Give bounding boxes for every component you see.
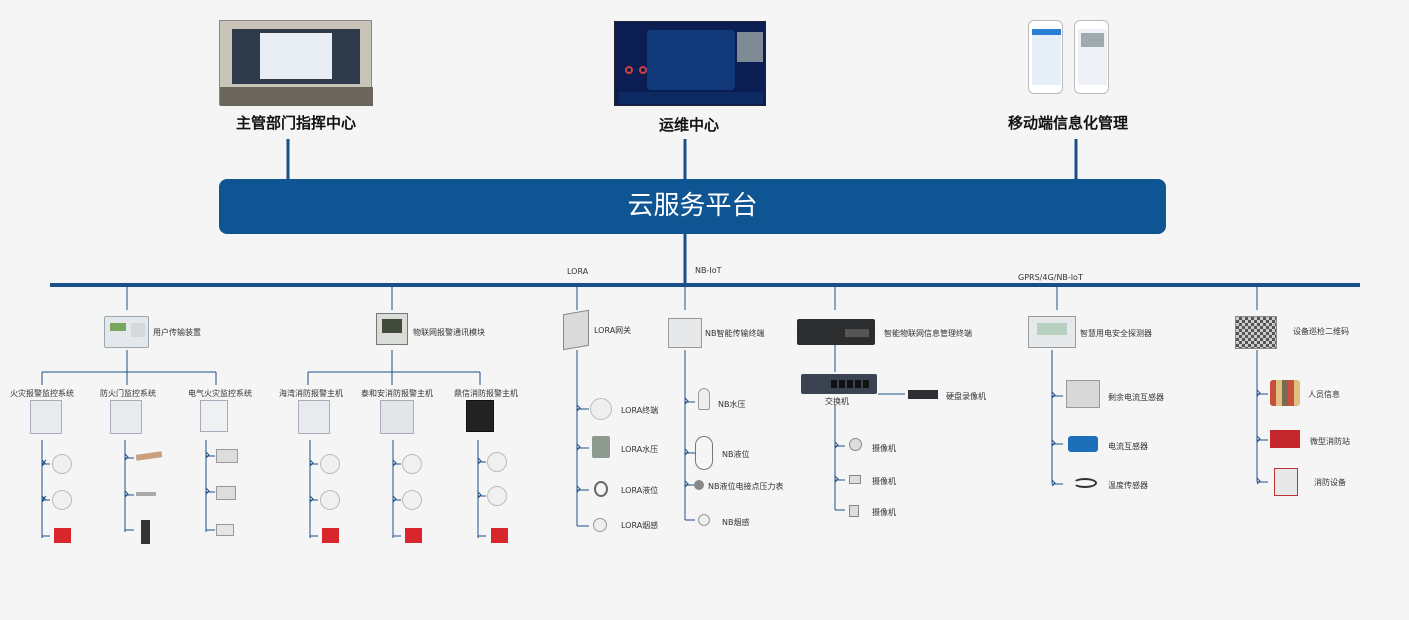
mobile-mgmt-title: 移动端信息化管理 [1007,114,1129,132]
col3-label: LORA网关 [594,326,632,335]
dingxin-alarm-host-icon [466,400,494,432]
col6-item-2: 温度传感器 [1108,481,1148,490]
cloud-platform-bar: 云服务平台 [219,179,1166,234]
col5-nvr-label: 硬盘录像机 [946,392,986,401]
iot-management-terminal-icon [797,319,875,345]
col5-item-2: 摄像机 [872,508,896,517]
smoke-detector-icon [52,490,72,510]
nb-smoke-icon [698,514,710,526]
col7-label: 设备巡检二维码 [1293,327,1349,336]
dome-camera-icon [849,438,862,451]
door-sensor-icon [136,492,156,496]
command-center-title: 主管部门指挥中心 [235,114,357,132]
current-transformer-icon [1068,436,1098,452]
smoke-detector-icon [320,454,340,474]
col3-item-2: LORA液位 [621,486,659,495]
col3-item-0: LORA终端 [621,406,659,415]
col4-item-2: NB液位电接点压力表 [708,482,784,491]
ops-center-screen [614,21,766,106]
command-center-photo [219,20,373,106]
manual-alarm-button-icon [491,528,508,543]
switch-icon [801,374,877,394]
col4-item-3: NB烟感 [722,518,750,527]
col5-item-0: 摄像机 [872,444,896,453]
mobile-phone-left [1028,20,1063,94]
lora-water-pressure-icon [592,436,610,458]
electrical-detector-icon [216,486,236,500]
nb-terminal-icon [668,318,702,348]
col1-sub-1: 防火门监控系统 [100,389,156,398]
smoke-detector-icon [320,490,340,510]
protocol-gprs: GPRS/4G/NB-IoT [1018,273,1083,282]
col2-label: 物联网报警通讯模块 [413,328,485,337]
smoke-detector-icon [52,454,72,474]
fire-door-panel-icon [110,400,142,434]
col4-item-0: NB水压 [718,400,746,409]
nb-pressure-gauge-icon [694,480,704,490]
manual-alarm-button-icon [405,528,422,543]
col7-item-0: 人员信息 [1308,390,1340,399]
protocol-lora: LORA [567,267,589,276]
smoke-detector-icon [487,486,507,506]
electrical-detector-icon [216,524,234,536]
smoke-detector-icon [402,490,422,510]
mini-fire-station-icon [1270,430,1300,448]
col7-item-2: 消防设备 [1314,478,1346,487]
nb-water-pressure-icon [698,388,710,410]
fire-equipment-icon [1274,468,1298,496]
lora-level-icon [594,481,608,497]
col4-label: NB智能传输终端 [705,329,765,338]
col5-item-1: 摄像机 [872,477,896,486]
bullet-camera-icon [849,505,859,517]
taihean-alarm-host-icon [380,400,414,434]
col3-item-3: LORA烟感 [621,521,659,530]
col6-label: 智慧用电安全探测器 [1080,329,1152,338]
electrical-fire-panel-icon [200,400,228,432]
col6-item-1: 电流互感器 [1108,442,1148,451]
col7-item-1: 微型消防站 [1310,437,1350,446]
col5-switch-label: 交换机 [825,397,849,406]
lora-gateway-icon [563,309,589,351]
lora-smoke-icon [593,518,607,532]
nvr-icon [908,390,938,399]
col1-sub-0: 火灾报警监控系统 [10,389,74,398]
col6-item-0: 剩余电流互感器 [1108,393,1164,402]
col4-item-1: NB液位 [722,450,750,459]
temperature-sensor-icon [1073,478,1097,488]
fire-alarm-panel-icon [30,400,62,434]
residual-current-transformer-icon [1066,380,1100,408]
manual-alarm-button-icon [322,528,339,543]
bullet-camera-icon [849,475,861,484]
door-control-module-icon [141,520,150,544]
user-transmission-device-icon [104,316,149,348]
col2-sub-0: 海湾消防报警主机 [279,389,343,398]
col3-item-1: LORA水压 [621,445,659,454]
col1-sub-2: 电气火灾监控系统 [188,389,252,398]
iot-alarm-module-icon [376,313,408,345]
mobile-phone-right [1074,20,1109,94]
lora-terminal-icon [590,398,612,420]
haiwan-alarm-host-icon [298,400,330,434]
col2-sub-2: 鼎信消防报警主机 [454,389,518,398]
personnel-icon [1270,380,1300,406]
electrical-detector-icon [216,449,238,463]
col2-sub-1: 泰和安消防报警主机 [361,389,433,398]
ops-center-title: 运维中心 [658,116,720,134]
manual-alarm-button-icon [54,528,71,543]
electrical-safety-detector-icon [1028,316,1076,348]
protocol-nbiot: NB-IoT [695,266,722,275]
nb-level-icon [695,436,713,470]
smoke-detector-icon [487,452,507,472]
smoke-detector-icon [402,454,422,474]
qr-code-icon [1235,316,1277,349]
col5-label: 智能物联网信息管理终端 [884,329,972,338]
col1-label: 用户传输装置 [153,328,201,337]
